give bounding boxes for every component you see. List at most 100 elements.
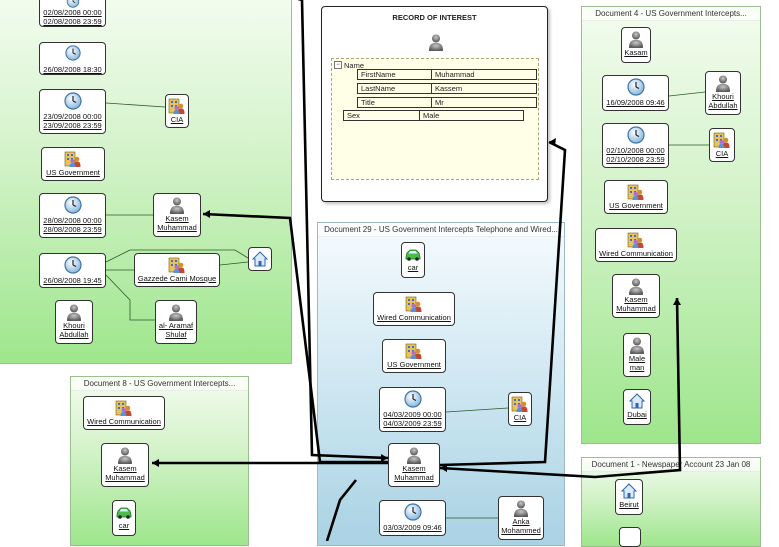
clock-icon <box>64 45 82 61</box>
organization-icon <box>168 256 186 274</box>
field-value[interactable]: Kassem <box>435 84 463 93</box>
vehicle-node[interactable]: car <box>401 242 425 278</box>
location-node[interactable] <box>248 247 272 271</box>
node-label: Muhammad <box>394 473 434 482</box>
node-label: Muhammad <box>105 473 145 482</box>
node-label: 04/03/2009 23:59 <box>383 419 442 428</box>
organization-node[interactable]: CIA <box>508 392 532 426</box>
organization-node[interactable]: US Government <box>604 180 668 214</box>
organization-node[interactable]: Wired Communication <box>595 228 677 262</box>
date-node[interactable]: 04/03/2009 00:00 04/03/2009 23:59 <box>379 387 446 432</box>
person-node[interactable]: Khouri Abdullah <box>55 300 93 344</box>
organization-node[interactable]: CIA <box>165 94 189 128</box>
node-label: 02/08/2008 00:00 <box>43 8 102 17</box>
person-icon <box>168 196 186 214</box>
organization-icon <box>405 342 423 360</box>
date-node[interactable]: 16/09/2008 09:46 <box>602 75 669 111</box>
person-node[interactable]: Kasem Muhammad <box>101 443 149 487</box>
node-label: 23/09/2008 23:59 <box>43 121 102 130</box>
node-label: 03/03/2009 09:46 <box>383 523 442 532</box>
date-node[interactable]: 02/08/2008 00:00 02/08/2008 23:59 <box>39 0 106 27</box>
clock-icon <box>627 126 645 144</box>
field-key: FirstName <box>358 70 432 79</box>
person-icon <box>512 499 530 517</box>
organization-icon <box>115 399 133 417</box>
person-node[interactable]: Male man <box>623 333 651 377</box>
location-node[interactable]: Beirut <box>615 479 643 515</box>
node-label: Wired Communication <box>599 249 673 258</box>
date-node[interactable]: 28/08/2008 00:00 28/08/2008 23:59 <box>39 193 106 238</box>
arrowhead <box>203 210 210 218</box>
date-node[interactable]: 23/09/2008 00:00 23/09/2008 23:59 <box>39 89 106 134</box>
node-label: Abdullah <box>708 101 738 110</box>
arrowhead <box>440 464 447 472</box>
car-icon <box>404 245 422 263</box>
panel-title: Document 29 - US Government Intercepts T… <box>318 223 564 237</box>
node-label: Dubai <box>627 410 647 419</box>
clock-icon <box>64 196 82 214</box>
organization-node[interactable]: CIA <box>709 128 735 162</box>
node-label: Anka <box>512 517 530 526</box>
node-label: Beirut <box>619 500 639 509</box>
node-label: Mohammed <box>501 526 541 535</box>
date-node[interactable]: 02/10/2008 00:00 02/10/2008 23:59 <box>602 123 669 168</box>
field-row-title: Title Mr <box>357 97 537 108</box>
date-node[interactable]: 26/08/2008 19:45 <box>39 253 106 288</box>
node-label: 02/08/2008 23:59 <box>43 17 102 26</box>
person-node[interactable]: Anka Mohammed <box>498 496 544 540</box>
field-row-sex: Sex Male <box>343 110 524 121</box>
node-label: 04/03/2009 00:00 <box>383 410 442 419</box>
link <box>668 91 706 97</box>
node-label: Kasam <box>624 48 648 57</box>
organization-icon <box>168 97 186 115</box>
field-row-firstname: FirstName Muhammad <box>357 69 537 80</box>
person-node[interactable]: Khouri Abdullah <box>705 71 741 115</box>
person-node[interactable]: Kasem Muhammad <box>153 193 201 237</box>
partial-node[interactable] <box>619 527 641 547</box>
node-label: Male <box>628 354 646 363</box>
organization-node[interactable]: Gazzede Cami Mosque <box>134 253 220 287</box>
link <box>439 297 682 479</box>
organization-node[interactable]: US Government <box>382 339 446 373</box>
node-label: 16/09/2008 09:46 <box>606 98 665 107</box>
location-node[interactable]: Dubai <box>623 389 651 425</box>
node-label: al- Aramaf <box>158 321 194 330</box>
person-node[interactable]: Kasam <box>621 27 651 63</box>
vehicle-node[interactable]: car <box>112 500 136 536</box>
organization-node[interactable]: US Government <box>41 147 105 181</box>
field-value[interactable]: Mr <box>435 98 444 107</box>
node-label: Khouri <box>63 321 85 330</box>
node-label: CIA <box>513 413 527 422</box>
date-node[interactable]: 03/03/2009 09:46 <box>379 500 446 536</box>
organization-icon <box>64 150 82 168</box>
node-label: Kasem <box>113 464 137 473</box>
organization-node[interactable]: Wired Communication <box>373 292 455 326</box>
field-value[interactable]: Male <box>423 111 440 120</box>
person-icon <box>116 446 134 464</box>
person-icon <box>714 74 732 92</box>
person-node[interactable]: al- Aramaf Shulaf <box>155 300 197 344</box>
field-key: Sex <box>344 111 420 120</box>
record-title: RECORD OF INTEREST <box>392 13 477 22</box>
organization-icon <box>627 231 645 249</box>
field-value[interactable]: Muhammad <box>435 70 475 79</box>
clock-icon <box>64 0 82 8</box>
person-node[interactable]: Kasem Muhammad <box>388 443 440 487</box>
collapse-toggle[interactable]: − <box>334 61 342 69</box>
node-label: Gazzede Cami Mosque <box>137 274 217 283</box>
field-key: LastName <box>358 84 432 93</box>
document-29-panel: Document 29 - US Government Intercepts T… <box>317 222 565 546</box>
node-label: CIA <box>715 149 729 158</box>
clock-icon <box>627 78 645 96</box>
link <box>105 102 166 108</box>
person-icon <box>627 30 645 48</box>
panel-title: Document 8 - US Government Intercepts... <box>71 377 248 391</box>
person-node[interactable]: Kasem Muhammad <box>612 274 660 318</box>
link <box>325 479 358 541</box>
node-label: Shulaf <box>165 330 187 339</box>
arrowhead <box>673 298 681 305</box>
node-label: Kasem <box>165 214 189 223</box>
organization-node[interactable]: Wired Communication <box>83 396 165 430</box>
date-node[interactable]: 26/08/2008 18:30 <box>39 42 106 75</box>
clock-icon <box>64 92 82 110</box>
